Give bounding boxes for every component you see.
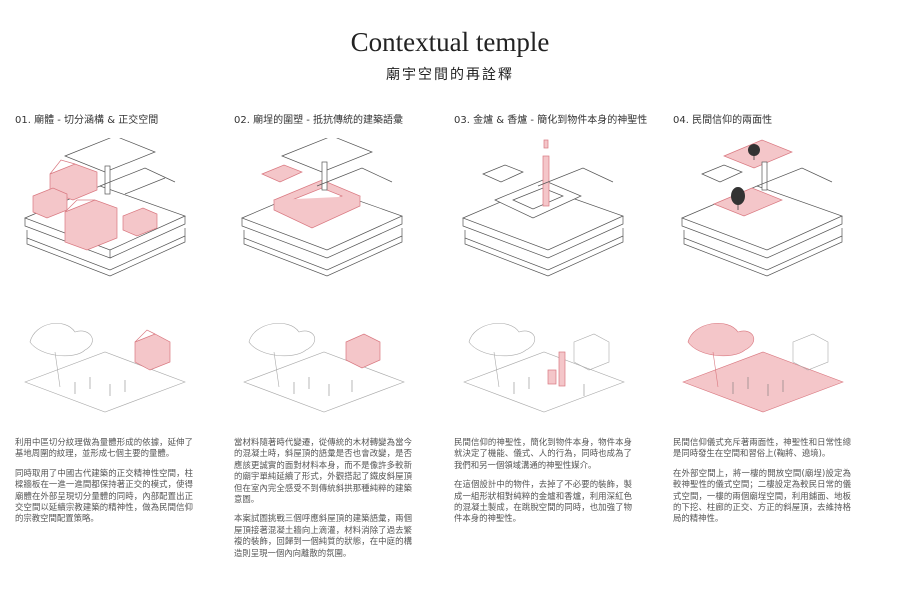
column-4-text: 民間信仰儀式充斥著兩面性，神聖性和日常性總是同時發生在空間和習俗上(鞠將、遶境)… xyxy=(673,437,851,525)
scene-diagram-4 xyxy=(673,312,873,422)
page-subtitle: 廟宇空間的再詮釋 xyxy=(386,67,514,83)
column-1-heading: 01. 廟體 - 切分涵構 & 正交空間 xyxy=(15,115,159,126)
axonometric-diagram-4 xyxy=(662,138,862,278)
axonometric-diagram-2 xyxy=(222,138,422,278)
paragraph: 在這個設計中的物件，去掉了不必要的裝飾，製成一組形狀相對純粹的金爐和香爐，利用深… xyxy=(454,479,632,524)
column-4-heading: 04. 民間信仰的兩面性 xyxy=(673,115,773,126)
paragraph: 民間信仰的神聖性，簡化到物件本身，物件本身就決定了機能、儀式、人的行為，同時也成… xyxy=(454,437,632,470)
column-2-heading: 02. 廟埕的圍塑 - 抵抗傳統的建築語彙 xyxy=(234,115,404,126)
axonometric-diagram-1 xyxy=(5,138,205,278)
paragraph: 民間信仰儀式充斥著兩面性，神聖性和日常性總是同時發生在空間和習俗上(鞠將、遶境)… xyxy=(673,437,851,459)
scene-diagram-1 xyxy=(15,312,215,422)
page-title: Contextual temple xyxy=(350,27,550,57)
paragraph: 當材料隨著時代變遷，從傳統的木材轉變為當今的混凝土時，斜屋頂的語彙是否也會改變，… xyxy=(234,437,412,505)
column-2-text: 當材料隨著時代變遷，從傳統的木材轉變為當今的混凝土時，斜屋頂的語彙是否也會改變，… xyxy=(234,437,412,559)
column-1-text: 利用中區切分紋理做為量體形成的依據，延伸了基地周圍的紋理，並形成七個主要的量體。… xyxy=(15,437,193,525)
paragraph: 本案試圖挑戰三個呼應斜屋頂的建築語彙，兩個屋頂接著混凝土牆向上滴灌，材料消除了過… xyxy=(234,513,412,558)
paragraph: 利用中區切分紋理做為量體形成的依據，延伸了基地周圍的紋理，並形成七個主要的量體。 xyxy=(15,437,193,459)
column-3-heading: 03. 金爐 & 香爐 - 簡化到物件本身的神聖性 xyxy=(454,115,648,126)
axonometric-diagram-3 xyxy=(443,138,643,278)
column-3-text: 民間信仰的神聖性，簡化到物件本身，物件本身就決定了機能、儀式、人的行為，同時也成… xyxy=(454,437,632,525)
paragraph: 在外部空間上，將一樓的開放空間(廟埕)設定為較神聖性的儀式空間；二樓設定為較民日… xyxy=(673,467,851,524)
scene-diagram-2 xyxy=(234,312,434,422)
paragraph: 同時取用了中國古代建築的正交精神性空間，柱樑牆板在一進一進間都保持著正交的模式，… xyxy=(15,467,193,524)
scene-diagram-3 xyxy=(454,312,654,422)
